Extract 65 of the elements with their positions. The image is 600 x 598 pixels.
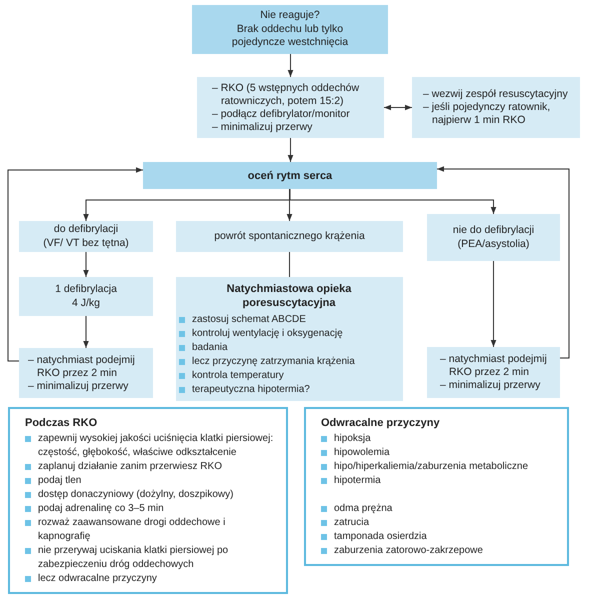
list-item-text: – minimalizuj przerwy [212, 120, 314, 134]
process-box [427, 214, 560, 261]
list-item-text: – podłącz defibrylator/monitor [212, 108, 351, 120]
list-item-text: zastosuj schemat ABCDE [192, 313, 306, 327]
list-item-text: zaburzenia zatorowo-zakrzepowe [334, 544, 483, 558]
list-item-text: lecz odwracalne przyczyny [38, 572, 157, 586]
list-item-text: – natychmiast podejmij RKO przez 2 min [440, 353, 548, 379]
process-box [143, 162, 437, 189]
list-item-text: zatrucia [334, 516, 370, 530]
process-box [427, 347, 560, 398]
list-item-text: – RKO (5 wstępnych oddechów ratowniczych, potem 15:2) [212, 82, 360, 108]
box-text: oceń rytm serca [246, 168, 334, 182]
list-item-text: podaj tlen [38, 474, 82, 488]
list-item-text: – natychmiast podejmij RKO przez 2 min [28, 354, 136, 380]
list-item-text: odma prężna [334, 502, 392, 516]
box-heading: Natychmiastowa opieka poresuscytacyjna [226, 283, 352, 310]
box-text: (VF/ VT bez tętna) [42, 236, 130, 250]
box-text: (PEA/asystolia) [456, 238, 530, 251]
list-item-text: hipo/hiperkaliemia/zaburzenia metaboliczne [334, 460, 528, 474]
arrow [290, 188, 496, 214]
process-box [19, 221, 153, 252]
list-item-text: – minimalizuj przerwy [28, 380, 130, 392]
list-item-text: hipowolemia [334, 446, 390, 460]
process-box [176, 277, 403, 401]
list-item-text: tamponada osierdzia [334, 530, 427, 544]
list-item-text: – wezwij zespół resuscytacyjny [423, 88, 569, 101]
arrow [288, 54, 294, 78]
box-text: 1 defibrylacja [54, 283, 118, 296]
info-panel [304, 407, 569, 566]
process-box [176, 221, 403, 252]
list-item-text: hipotermia [334, 474, 381, 488]
arrow [490, 260, 496, 348]
box-text: do defibrylacji [52, 223, 120, 236]
panel-heading: Podczas RKO [25, 416, 98, 431]
connector-line [289, 252, 290, 278]
arrow [436, 166, 570, 358]
box-text: Brak oddechu lub tylko pojedyncze westchnięcia [230, 22, 350, 50]
list-item-text: dostęp donaczyniowy (dożylny, doszpikowy) [38, 488, 234, 502]
list-item-text: podaj adrenalinę co 3–5 min [38, 502, 164, 516]
box-text: nie do defibrylacji [452, 224, 536, 238]
process-box [412, 77, 580, 138]
list-item-text: – minimalizuj przerwy [440, 379, 542, 392]
list-item-text: kontrola temperatury [192, 369, 284, 383]
list-item-text: kontroluj wentylację i oksygenację [192, 327, 343, 341]
box-text: 4 J/kg [70, 296, 101, 310]
process-box [192, 5, 388, 54]
list-item-text: lecz przyczynę zatrzymania krążenia [192, 355, 355, 369]
arrow [83, 252, 89, 278]
list-item-text: zaplanuj działanie zanim przerwiesz RKO [38, 460, 222, 474]
process-box [19, 348, 153, 398]
arrow [288, 138, 294, 162]
list-item-text: badania [192, 341, 228, 355]
process-box [19, 277, 153, 316]
list-item-text: – jeśli pojedynczy ratownik, najpierw 1 min RKO [423, 101, 552, 127]
list-item-text: hipoksja [334, 432, 371, 446]
box-text: powrót spontanicznego krążenia [213, 230, 366, 244]
arrow [83, 316, 89, 348]
arrow [286, 188, 292, 222]
arrow [384, 104, 412, 110]
list-item-text: terapeutyczna hipotermia? [192, 383, 310, 397]
box-text: Nie reaguje? [259, 9, 321, 23]
arrow [8, 167, 144, 362]
process-box [197, 77, 384, 138]
panel-heading: Odwracalne przyczyny [321, 416, 441, 431]
info-panel [8, 407, 288, 594]
